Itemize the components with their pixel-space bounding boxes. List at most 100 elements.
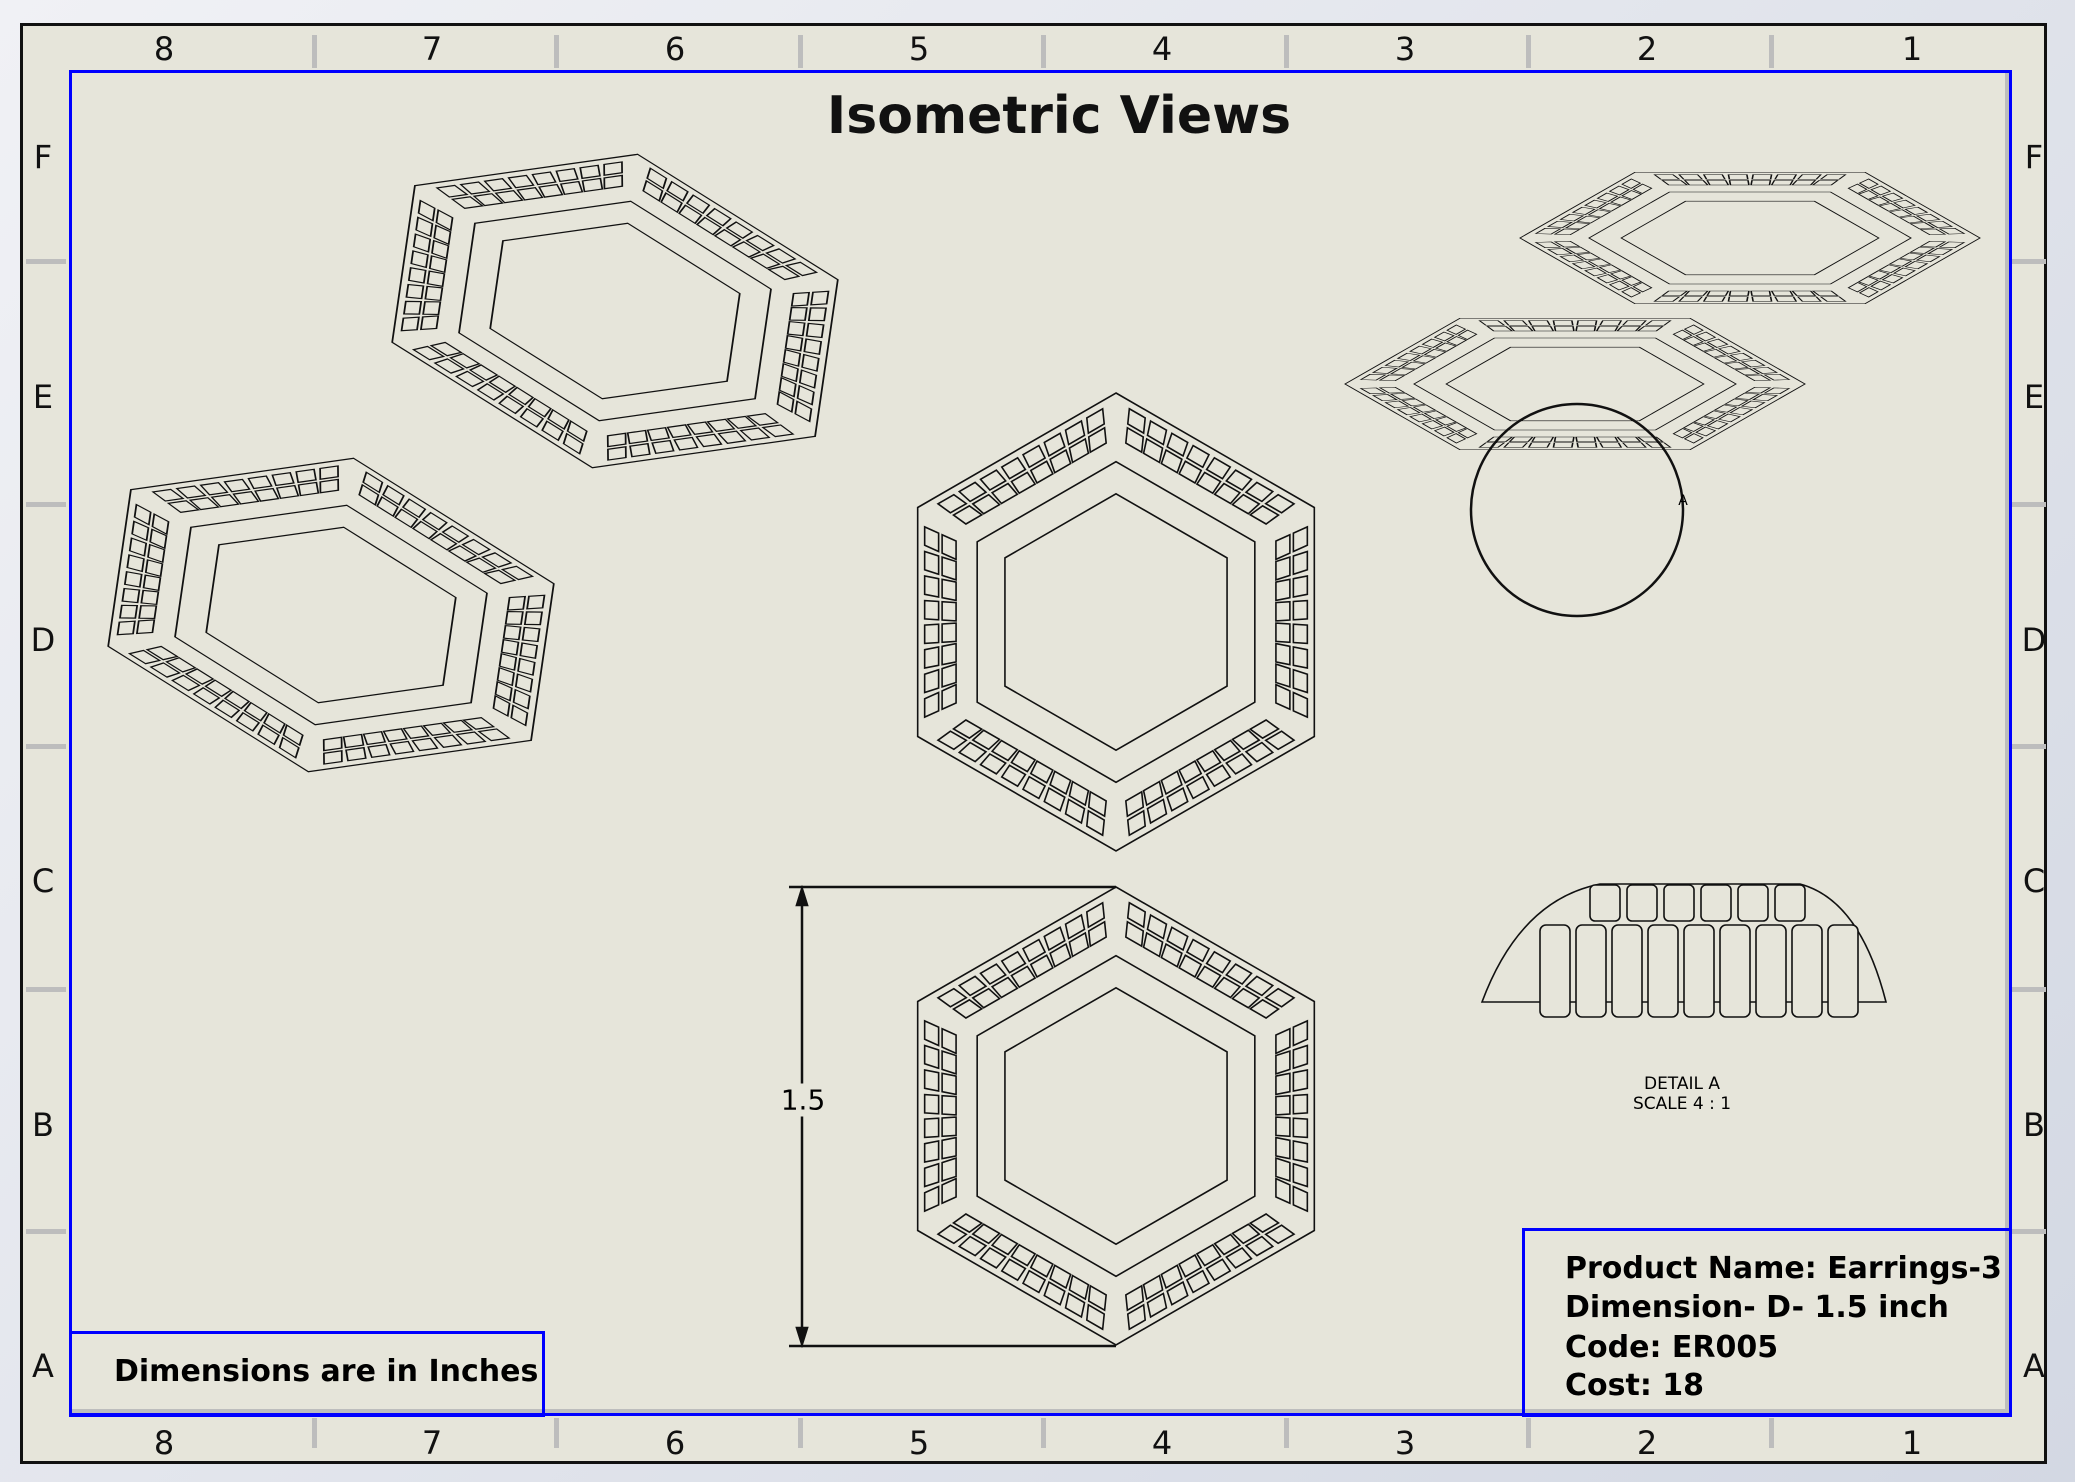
bead <box>957 741 988 763</box>
bead <box>1421 338 1444 348</box>
bead <box>1599 442 1623 448</box>
bead <box>1029 460 1054 485</box>
bead <box>441 525 470 543</box>
bead <box>1021 444 1047 469</box>
bead <box>1770 290 1794 296</box>
bead <box>952 1213 984 1234</box>
bead <box>1029 954 1054 979</box>
bead <box>1166 1280 1189 1306</box>
detail-marker: A <box>1678 493 1688 509</box>
bead <box>1010 749 1037 773</box>
bead <box>936 730 968 751</box>
bead <box>1205 950 1232 974</box>
bead <box>1275 1177 1291 1205</box>
bead <box>147 543 166 564</box>
bead <box>971 493 1001 515</box>
bead <box>1888 209 1913 218</box>
bead <box>745 412 780 426</box>
bead <box>957 481 988 503</box>
bead <box>1740 400 1766 409</box>
bead <box>223 690 251 710</box>
bead <box>1595 436 1619 442</box>
bead <box>1678 296 1704 302</box>
bead <box>151 513 170 536</box>
bead <box>1359 387 1387 394</box>
bead <box>1021 938 1047 963</box>
bead <box>1231 987 1261 1009</box>
bead <box>796 384 815 406</box>
bead <box>204 679 233 698</box>
bead <box>1702 174 1726 180</box>
bead <box>952 998 984 1019</box>
bead <box>1378 386 1406 394</box>
bead <box>952 719 984 740</box>
bead <box>149 528 168 550</box>
bead <box>1275 642 1291 666</box>
inner-edge <box>1620 200 1880 276</box>
bead <box>1728 180 1750 186</box>
bead <box>1796 174 1822 180</box>
column-label: 2 <box>1636 30 1658 68</box>
bead <box>382 484 405 506</box>
bead <box>510 704 529 727</box>
bead <box>1713 404 1738 413</box>
zone-tick <box>26 259 66 264</box>
bead <box>1719 924 1751 1018</box>
bead <box>990 1233 1019 1256</box>
bead <box>941 622 957 644</box>
bead <box>1292 623 1309 645</box>
bead <box>788 306 808 321</box>
bead <box>1587 258 1612 267</box>
bead <box>1124 426 1145 454</box>
bead <box>541 420 564 442</box>
mid-edge <box>1588 191 1912 285</box>
bead <box>488 375 517 394</box>
row-label: A <box>2023 1347 2045 1385</box>
bead <box>138 605 158 620</box>
bead <box>555 167 579 183</box>
bead <box>1434 342 1457 352</box>
bead <box>1737 884 1769 922</box>
bead <box>1389 392 1416 400</box>
zone-tick <box>1769 35 1774 68</box>
bead <box>133 503 152 526</box>
bead <box>979 1246 1007 1269</box>
bead <box>790 291 811 307</box>
inner-edge <box>205 526 457 704</box>
bead <box>1858 287 1879 298</box>
bead <box>1087 426 1108 454</box>
mid-edge <box>458 200 772 422</box>
bead <box>1371 394 1398 402</box>
bead <box>1205 764 1232 788</box>
column-label: 5 <box>908 1424 930 1462</box>
bead <box>1752 366 1779 374</box>
bead <box>1683 324 1704 335</box>
bead <box>1553 326 1575 332</box>
zone-tick <box>1526 35 1531 68</box>
bead <box>1878 202 1902 212</box>
bead <box>1396 352 1421 361</box>
bead <box>247 475 273 490</box>
bead <box>1401 398 1427 407</box>
bead <box>1064 419 1086 446</box>
bead <box>1244 1235 1275 1257</box>
bead <box>1870 185 1892 196</box>
bead <box>210 494 240 508</box>
bead <box>1647 924 1679 1018</box>
bead <box>1847 282 1868 293</box>
zone-tick <box>1041 1418 1046 1448</box>
bead <box>1195 965 1222 989</box>
bead <box>971 1223 1001 1245</box>
bead <box>1409 413 1433 423</box>
bead <box>1576 215 1602 224</box>
bead <box>1609 196 1632 206</box>
bead <box>1371 366 1398 374</box>
bead <box>782 348 802 367</box>
bead <box>1292 1019 1309 1047</box>
bead <box>1608 185 1630 196</box>
bead <box>1919 228 1947 236</box>
bead <box>1723 361 1749 370</box>
bead <box>1663 884 1695 922</box>
bead <box>941 1094 957 1116</box>
bead <box>1178 1253 1203 1278</box>
